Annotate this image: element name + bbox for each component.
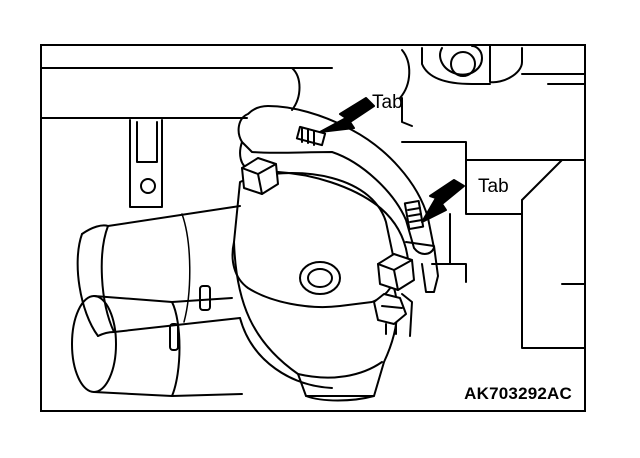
housing-flange [237, 105, 435, 261]
mounting-bracket [401, 241, 439, 337]
lower-pipe [71, 295, 243, 397]
arrow-icon [319, 97, 465, 223]
bolt-upper-left [241, 157, 279, 195]
reference-code: AK703292AC [464, 384, 572, 403]
right-block [401, 141, 584, 349]
inlet-pipe [76, 205, 241, 337]
thermostat-housing-illustration [42, 46, 584, 402]
round-boss [299, 261, 341, 295]
callout-tab-lower: Tab [478, 176, 509, 197]
engine-block-outline [42, 46, 584, 208]
figure-frame: Tab Tab AK703292AC [40, 44, 586, 412]
bolt-lower-right [373, 253, 415, 335]
callout-tab-upper: Tab [372, 92, 403, 113]
